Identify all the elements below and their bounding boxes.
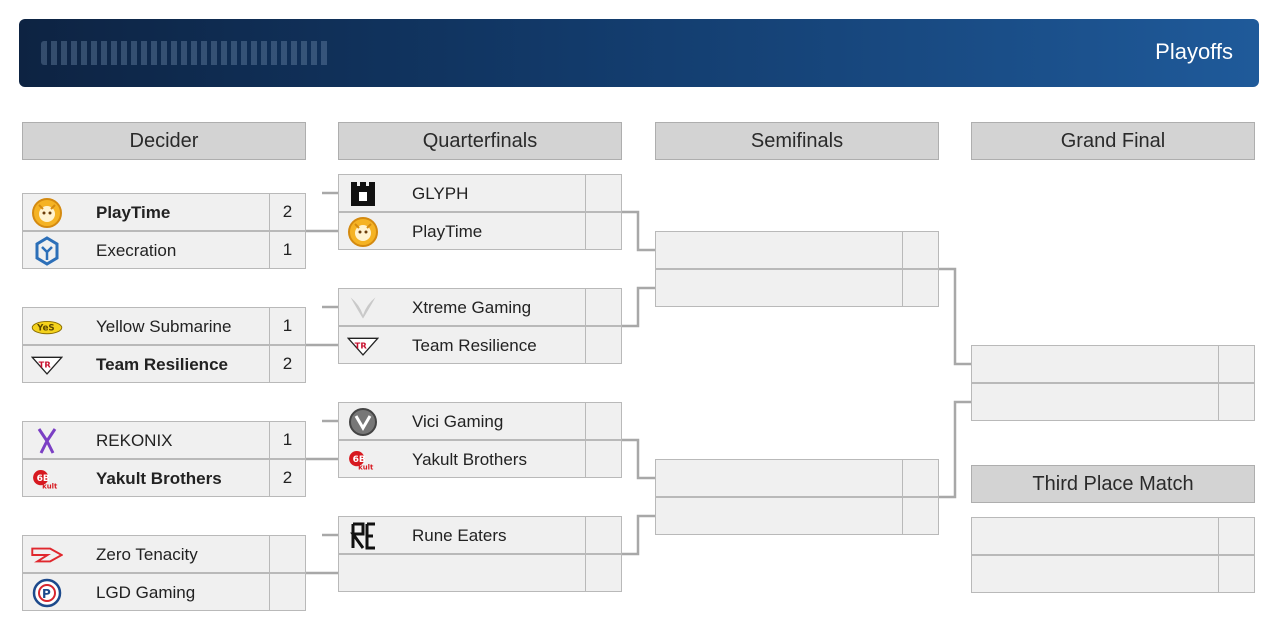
team-name: Rune Eaters bbox=[412, 526, 507, 545]
team-score: 1 bbox=[269, 232, 305, 268]
team-slot[interactable]: GLYPH bbox=[338, 174, 622, 212]
team-score bbox=[585, 403, 621, 439]
playtime-logo-icon bbox=[347, 216, 379, 248]
team-resilience-logo-icon: TR bbox=[347, 330, 379, 362]
team-score bbox=[269, 536, 305, 572]
team-slot[interactable]: PlayTime 2 bbox=[22, 193, 306, 231]
column-header-third-place: Third Place Match bbox=[971, 465, 1255, 503]
column-header-quarterfinals: Quarterfinals bbox=[338, 122, 622, 160]
team-name: Yakult Brothers bbox=[96, 469, 222, 488]
team-name: Execration bbox=[96, 241, 177, 260]
svg-text:kult: kult bbox=[42, 483, 58, 491]
team-slot[interactable]: REKONIX 1 bbox=[22, 421, 306, 459]
vici-gaming-logo-icon bbox=[347, 406, 379, 438]
svg-text:kult: kult bbox=[358, 464, 374, 472]
team-name: PlayTime bbox=[96, 203, 171, 222]
svg-text:TR: TR bbox=[355, 341, 368, 351]
team-name: PlayTime bbox=[412, 222, 483, 241]
team-resilience-logo-icon: TR bbox=[31, 349, 63, 381]
rekonix-logo-icon bbox=[31, 425, 63, 457]
team-score bbox=[269, 574, 305, 610]
execration-logo-icon bbox=[31, 235, 63, 267]
svg-text:P: P bbox=[42, 587, 51, 601]
team-slot[interactable]: TR Team Resilience 2 bbox=[22, 345, 306, 383]
team-score bbox=[585, 327, 621, 363]
team-slot[interactable]: P LGD Gaming bbox=[22, 573, 306, 611]
team-score bbox=[585, 213, 621, 249]
team-score bbox=[902, 232, 938, 268]
page-title: Playoffs bbox=[1155, 39, 1233, 64]
team-name: Team Resilience bbox=[96, 355, 228, 374]
svg-text:YeS: YeS bbox=[36, 324, 54, 334]
team-score bbox=[585, 555, 621, 591]
zero-tenacity-logo-icon bbox=[31, 539, 63, 571]
team-slot-empty[interactable] bbox=[655, 269, 939, 307]
team-name: Yellow Submarine bbox=[96, 317, 232, 336]
team-slot[interactable]: YeS Yellow Submarine 1 bbox=[22, 307, 306, 345]
team-score bbox=[1218, 518, 1254, 554]
team-name: Xtreme Gaming bbox=[412, 298, 532, 317]
header-banner: Playoffs bbox=[19, 19, 1259, 87]
team-name: Zero Tenacity bbox=[96, 545, 198, 564]
svg-text:TR: TR bbox=[39, 360, 52, 370]
team-score bbox=[1218, 556, 1254, 592]
team-score bbox=[902, 498, 938, 534]
team-name: LGD Gaming bbox=[96, 583, 196, 602]
team-score: 1 bbox=[269, 422, 305, 458]
team-score: 2 bbox=[269, 346, 305, 382]
lgd-gaming-logo-icon: P bbox=[31, 577, 63, 609]
team-score bbox=[1218, 346, 1254, 382]
tournament-logo bbox=[41, 41, 331, 65]
team-slot[interactable]: Rune Eaters bbox=[338, 516, 622, 554]
team-slot-empty[interactable] bbox=[338, 554, 622, 592]
team-score bbox=[902, 460, 938, 496]
team-score bbox=[585, 441, 621, 477]
team-slot-empty[interactable] bbox=[971, 517, 1255, 555]
team-score bbox=[585, 289, 621, 325]
team-slot[interactable]: Xtreme Gaming bbox=[338, 288, 622, 326]
column-header-grand-final: Grand Final bbox=[971, 122, 1255, 160]
team-score bbox=[902, 270, 938, 306]
team-name: GLYPH bbox=[412, 184, 469, 203]
team-slot[interactable]: Zero Tenacity bbox=[22, 535, 306, 573]
team-slot[interactable]: TR Team Resilience bbox=[338, 326, 622, 364]
team-score: 2 bbox=[269, 460, 305, 496]
team-slot-empty[interactable] bbox=[655, 459, 939, 497]
team-score: 1 bbox=[269, 308, 305, 344]
team-score bbox=[1218, 384, 1254, 420]
team-name: REKONIX bbox=[96, 431, 173, 450]
team-score bbox=[585, 517, 621, 553]
team-score: 2 bbox=[269, 194, 305, 230]
svg-text:6B: 6B bbox=[37, 474, 50, 484]
column-header-decider: Decider bbox=[22, 122, 306, 160]
rune-eaters-logo-icon bbox=[347, 520, 379, 552]
team-slot-empty[interactable] bbox=[655, 497, 939, 535]
team-slot[interactable]: Execration 1 bbox=[22, 231, 306, 269]
team-name: Yakult Brothers bbox=[412, 450, 527, 469]
team-name: Team Resilience bbox=[412, 336, 537, 355]
team-slot-empty[interactable] bbox=[971, 555, 1255, 593]
team-slot[interactable]: PlayTime bbox=[338, 212, 622, 250]
playtime-logo-icon bbox=[31, 197, 63, 229]
glyph-logo-icon bbox=[347, 178, 379, 210]
svg-text:6B: 6B bbox=[353, 455, 366, 465]
column-header-semifinals: Semifinals bbox=[655, 122, 939, 160]
team-slot-empty[interactable] bbox=[971, 383, 1255, 421]
team-slot-empty[interactable] bbox=[655, 231, 939, 269]
team-slot-empty[interactable] bbox=[971, 345, 1255, 383]
team-score bbox=[585, 175, 621, 211]
team-slot[interactable]: Vici Gaming bbox=[338, 402, 622, 440]
yellow-submarine-logo-icon: YeS bbox=[31, 311, 63, 343]
xtreme-gaming-logo-icon bbox=[347, 292, 379, 324]
team-name: Vici Gaming bbox=[412, 412, 504, 431]
